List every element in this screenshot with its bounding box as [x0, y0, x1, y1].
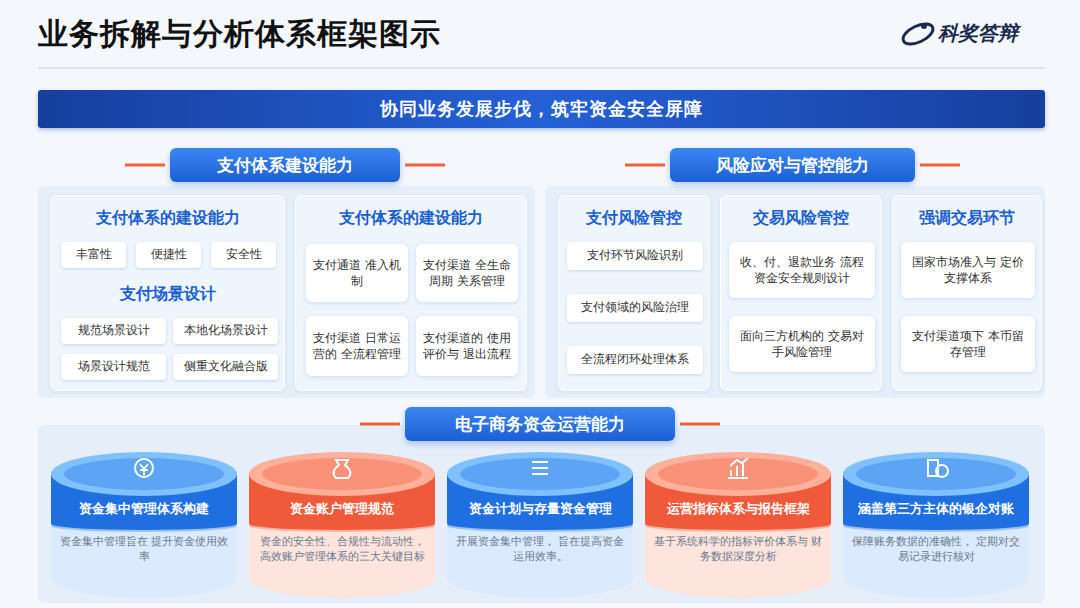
node-label: 支付渠道 全生命周期 关系管理 — [422, 257, 512, 289]
card-body: 资金集中管理旨在 提升资金使用效率 — [58, 534, 230, 564]
panel-heading: 支付场景设计 — [51, 284, 284, 304]
item-chip: 安全性 — [211, 242, 276, 268]
sub-panel: 支付体系的建设能力支付通道 准入机制支付渠道 全生命周期 关系管理支付渠道 日常… — [295, 195, 527, 391]
logo-swoosh — [900, 20, 936, 48]
left-panel — [38, 186, 535, 398]
node-label: 支付体系建设能力 — [217, 154, 353, 177]
node-label: 收、付、退款业务 流程资金安全规则设计 — [735, 254, 869, 286]
node-label: 电子商务资金运营能力 — [455, 413, 625, 436]
card-title: 涵盖第三方主体的银企对账 — [848, 500, 1024, 518]
logo-text: 科奖答辩 — [938, 20, 1018, 47]
card-body: 资金的安全性、合规性与流动性， 高效账户管理体系的三大关键目标 — [256, 534, 428, 564]
card-title: 资金账户管理规范 — [254, 500, 430, 518]
section-header: 支付体系建设能力 — [170, 148, 400, 182]
item-chip: 侧重文化融合版 — [173, 354, 278, 380]
cylinder-card: 资金计划与存量资金管理开展资金集中管理， 旨在提高资金运用效率。 — [446, 450, 634, 600]
node-label: 支付渠道项下 本币留存管理 — [907, 328, 1029, 360]
item-chip: 场景设计规范 — [61, 354, 166, 380]
node-label: 场景设计规范 — [78, 359, 150, 375]
item-box: 支付渠道项下 本币留存管理 — [901, 316, 1035, 372]
node-label: 协同业务发展步伐，筑牢资金安全屏障 — [380, 97, 703, 121]
cylinder-shape — [842, 450, 1030, 600]
bottom-panel — [38, 425, 1045, 603]
cylinder-card: 涵盖第三方主体的银企对账保障账务数据的准确性， 定期对交易记录进行核对 — [842, 450, 1030, 600]
item-box: 国家市场准入与 定价支撑体系 — [901, 242, 1035, 298]
card-body: 开展资金集中管理， 旨在提高资金运用效率。 — [454, 534, 626, 564]
panel-heading: 强调交易环节 — [893, 208, 1041, 228]
cylinder-shape — [248, 450, 436, 600]
item-box: 收、付、退款业务 流程资金安全规则设计 — [729, 242, 875, 298]
title-rule — [38, 68, 1045, 69]
item-chip: 支付环节风险识别 — [567, 242, 703, 270]
node-label: 安全性 — [226, 247, 262, 263]
sub-panel: 支付体系的建设能力支付场景设计 丰富性 便捷性 安全性规范场景设计 本地化场景设计场景设… — [50, 195, 285, 391]
cylinder-shape — [50, 450, 238, 600]
item-box: 支付通道 准入机制 — [306, 244, 408, 302]
item-chip: 支付领域的风险治理 — [567, 294, 703, 322]
page-title: 业务拆解与分析体系框架图示 — [38, 14, 441, 55]
card-title: 资金集中管理体系构建 — [56, 500, 232, 518]
panel-heading: 支付风险管控 — [559, 208, 709, 228]
cylinder-shape — [446, 450, 634, 600]
cylinder-card: 资金账户管理规范资金的安全性、合规性与流动性， 高效账户管理体系的三大关键目标 — [248, 450, 436, 600]
cylinder-card: 资金集中管理体系构建资金集中管理旨在 提升资金使用效率 — [50, 450, 238, 600]
node-label: 全流程闭环处理体系 — [581, 352, 689, 368]
card-title: 资金计划与存量资金管理 — [452, 500, 628, 518]
section-header: 风险应对与管控能力 — [670, 148, 915, 182]
item-chip: 本地化场景设计 — [173, 318, 278, 344]
item-chip: 丰富性 — [61, 242, 126, 268]
node-label: 规范场景设计 — [78, 323, 150, 339]
node-label: 支付环节风险识别 — [587, 248, 683, 264]
node-label: 国家市场准入与 定价支撑体系 — [907, 254, 1029, 286]
banner: 协同业务发展步伐，筑牢资金安全屏障 — [38, 90, 1045, 128]
cylinder-shape — [644, 450, 832, 600]
card-title: 运营指标体系与报告框架 — [650, 500, 826, 518]
sub-panel: 交易风险管控收、付、退款业务 流程资金安全规则设计面向三方机构的 交易对手风险管… — [720, 195, 882, 391]
section-header: 电子商务资金运营能力 — [405, 407, 675, 441]
node-label: 便捷性 — [151, 247, 187, 263]
panel-heading: 支付体系的建设能力 — [296, 208, 526, 228]
panel-heading: 支付体系的建设能力 — [51, 208, 284, 228]
node-label: 支付领域的风险治理 — [581, 300, 689, 316]
node-label: 侧重文化融合版 — [184, 359, 268, 375]
node-label: 丰富性 — [76, 247, 112, 263]
node-label: 支付渠道 日常运营的 全流程管理 — [312, 330, 402, 362]
panel-heading: 交易风险管控 — [721, 208, 881, 228]
sub-panel: 支付风险管控支付环节风险识别支付领域的风险治理全流程闭环处理体系 — [558, 195, 710, 391]
node-label: 本地化场景设计 — [184, 323, 268, 339]
item-box: 面向三方机构的 交易对手风险管理 — [729, 316, 875, 372]
item-chip: 全流程闭环处理体系 — [567, 346, 703, 374]
cylinder-card: 运营指标体系与报告框架基于系统科学的指标评价体系与 财务数据深度分析 — [644, 450, 832, 600]
card-body: 保障账务数据的准确性， 定期对交易记录进行核对 — [850, 534, 1022, 564]
item-chip: 规范场景设计 — [61, 318, 166, 344]
item-box: 支付渠道 日常运营的 全流程管理 — [306, 316, 408, 376]
item-box: 支付渠道的 使用评价与 退出流程 — [416, 316, 518, 376]
node-label: 支付渠道的 使用评价与 退出流程 — [422, 330, 512, 362]
sub-panel: 强调交易环节国家市场准入与 定价支撑体系支付渠道项下 本币留存管理 — [892, 195, 1042, 391]
card-body: 基于系统科学的指标评价体系与 财务数据深度分析 — [652, 534, 824, 564]
right-panel — [545, 186, 1045, 398]
item-chip: 便捷性 — [136, 242, 201, 268]
node-label: 支付通道 准入机制 — [312, 257, 402, 289]
node-label: 风险应对与管控能力 — [716, 154, 869, 177]
node-label: 面向三方机构的 交易对手风险管理 — [735, 328, 869, 360]
item-box: 支付渠道 全生命周期 关系管理 — [416, 244, 518, 302]
